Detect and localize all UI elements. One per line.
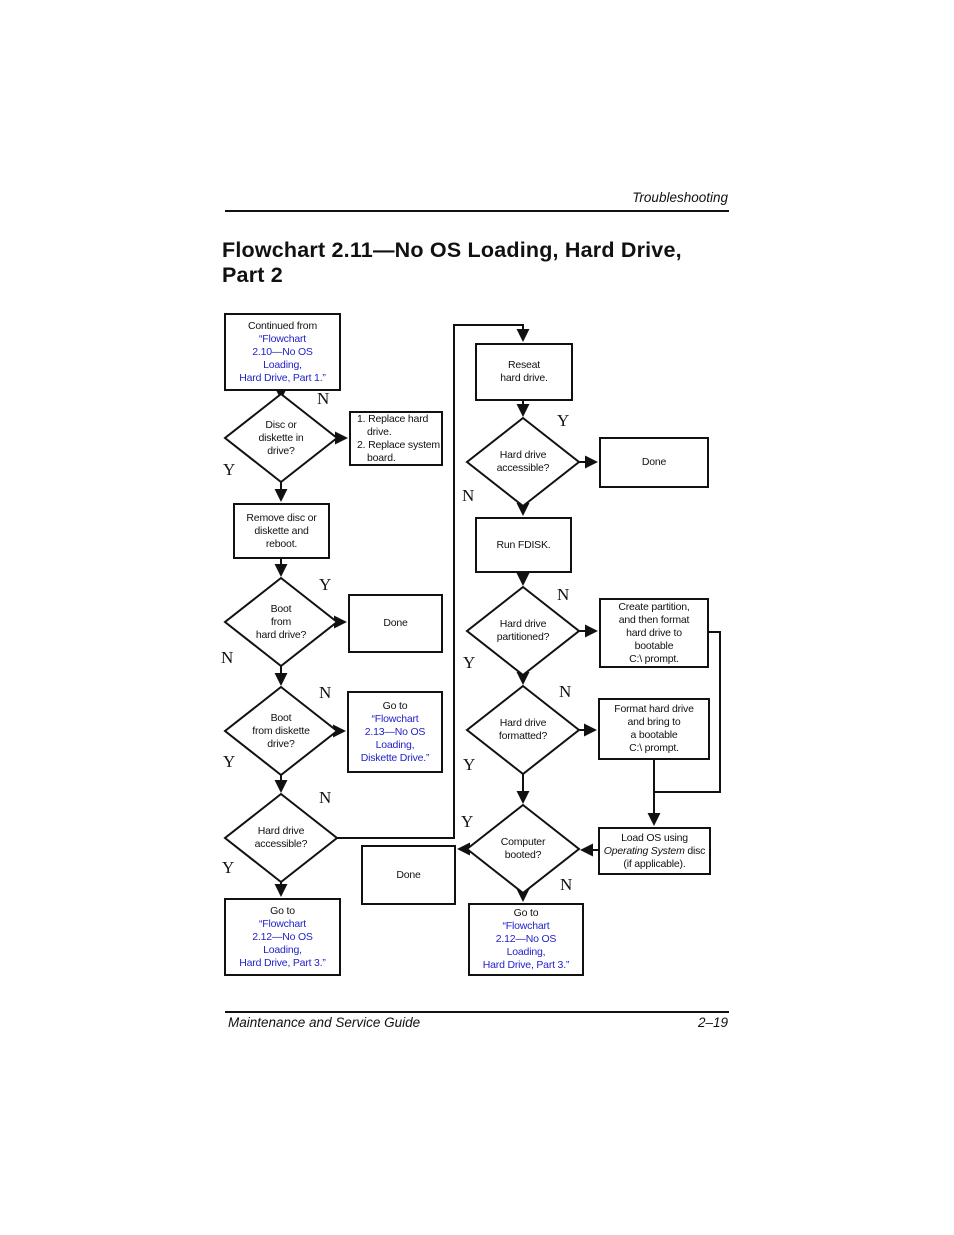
node-goto-2-12-left: Go to “Flowchart 2.12—No OS Loading, Har…: [224, 898, 341, 976]
node-done-left: Done: [361, 845, 456, 905]
page-title: Flowchart 2.11—No OS Loading, Hard Drive…: [222, 238, 682, 287]
replace-item-2: 2. Replace system board.: [357, 438, 440, 464]
node-continued-from: Continued from “Flowchart 2.10—No OS Loa…: [224, 313, 341, 391]
connector-hdaccess-no-reseat-loop: [337, 324, 530, 839]
os-disc-title: Operating System: [603, 844, 685, 857]
goto-text: Go to: [513, 907, 539, 919]
decision-label-boot-hard-drive: Boot from hard drive?: [255, 603, 307, 641]
goto-text: Go to: [270, 904, 295, 917]
node-done-1: Done: [348, 594, 443, 653]
decision-hd-partitioned: [465, 585, 581, 677]
footer-book-title: Maintenance and Service Guide: [228, 1015, 421, 1030]
decision-label-disc-in-drive: Disc or diskette in drive?: [258, 419, 304, 457]
branch-yes-hdaccess-left: Y: [222, 858, 235, 877]
node-goto-2-12-mid: Go to “Flowchart 2.12—No OS Loading, Har…: [468, 903, 584, 976]
footer-page-number: 2–19: [697, 1015, 728, 1030]
node-reseat-hard-drive: Reseat hard drive.: [475, 343, 573, 401]
decision-hd-formatted: [465, 684, 581, 776]
connector-create-to-loados: [655, 631, 721, 793]
branch-yes-hdaccess-mid: Y: [557, 411, 570, 430]
branch-yes-booted: Y: [461, 812, 474, 831]
decision-hd-accessible-mid: [465, 416, 581, 508]
branch-yes-bootdiskette: Y: [223, 752, 236, 771]
decision-label-hd-accessible-mid: Hard drive accessible?: [496, 449, 550, 474]
link-flowchart-2-13[interactable]: “Flowchart 2.13—No OS Loading, Diskette …: [360, 712, 430, 764]
decision-label-hd-formatted: Hard drive formatted?: [498, 717, 548, 742]
branch-yes-formatted: Y: [463, 755, 476, 774]
decision-boot-diskette: [223, 685, 339, 777]
decision-label-hd-partitioned: Hard drive partitioned?: [496, 618, 550, 643]
node-goto-2-13: Go to “Flowchart 2.13—No OS Loading, Dis…: [347, 691, 443, 773]
branch-yes-boothd: Y: [319, 575, 332, 594]
header-rule: [225, 210, 729, 212]
continued-from-text: Continued from: [248, 319, 317, 332]
decision-computer-booted: [465, 803, 581, 895]
branch-no-boothd: N: [221, 648, 234, 667]
node-create-partition: Create partition, and then format hard d…: [599, 598, 709, 668]
load-os-line-2-rest: disc: [684, 844, 706, 857]
decision-label-hd-accessible-left: Hard drive accessible?: [254, 825, 308, 850]
node-remove-disc: Remove disc or diskette and reboot.: [233, 503, 330, 559]
decision-disc-in-drive: [223, 392, 339, 484]
node-load-os: Load OS using Operating System disc (if …: [598, 827, 711, 875]
running-header: Troubleshooting: [632, 190, 728, 205]
branch-yes-disc: Y: [223, 460, 236, 479]
link-flowchart-2-12[interactable]: “Flowchart 2.12—No OS Loading, Hard Driv…: [482, 920, 570, 971]
branch-no-hdaccess-left: N: [319, 788, 332, 807]
node-format-hard-drive: Format hard drive and bring to a bootabl…: [598, 698, 710, 760]
replace-list: 1. Replace hard drive. 2. Replace system…: [351, 413, 441, 465]
link-flowchart-2-10[interactable]: “Flowchart 2.10—No OS Loading, Hard Driv…: [239, 332, 326, 384]
branch-no-hdaccess-mid: N: [462, 486, 475, 505]
replace-item-1: 1. Replace hard drive.: [357, 412, 429, 438]
node-run-fdisk: Run FDISK.: [475, 517, 572, 573]
footer-rule: [225, 1011, 729, 1013]
node-replace-parts: 1. Replace hard drive. 2. Replace system…: [349, 411, 443, 466]
branch-no-booted: N: [560, 875, 573, 894]
decision-boot-hard-drive: [223, 576, 339, 668]
branch-no-formatted: N: [559, 682, 572, 701]
branch-no-bootdiskette: N: [319, 683, 332, 702]
decision-label-computer-booted: Computer booted?: [500, 836, 546, 861]
decision-label-boot-diskette: Boot from diskette drive?: [252, 712, 310, 750]
node-done-top-right: Done: [599, 437, 709, 488]
branch-no-disc: N: [317, 389, 330, 408]
goto-text: Go to: [382, 699, 408, 712]
load-os-line-2: Operating System disc: [603, 844, 706, 858]
decision-hd-accessible-left: [223, 792, 339, 884]
branch-yes-partitioned: Y: [463, 653, 476, 672]
load-os-line-1: Load OS using: [621, 831, 688, 844]
branch-no-partitioned: N: [557, 585, 570, 604]
load-os-line-3: (if applicable).: [623, 857, 686, 870]
link-flowchart-2-12[interactable]: “Flowchart 2.12—No OS Loading, Hard Driv…: [239, 917, 326, 969]
